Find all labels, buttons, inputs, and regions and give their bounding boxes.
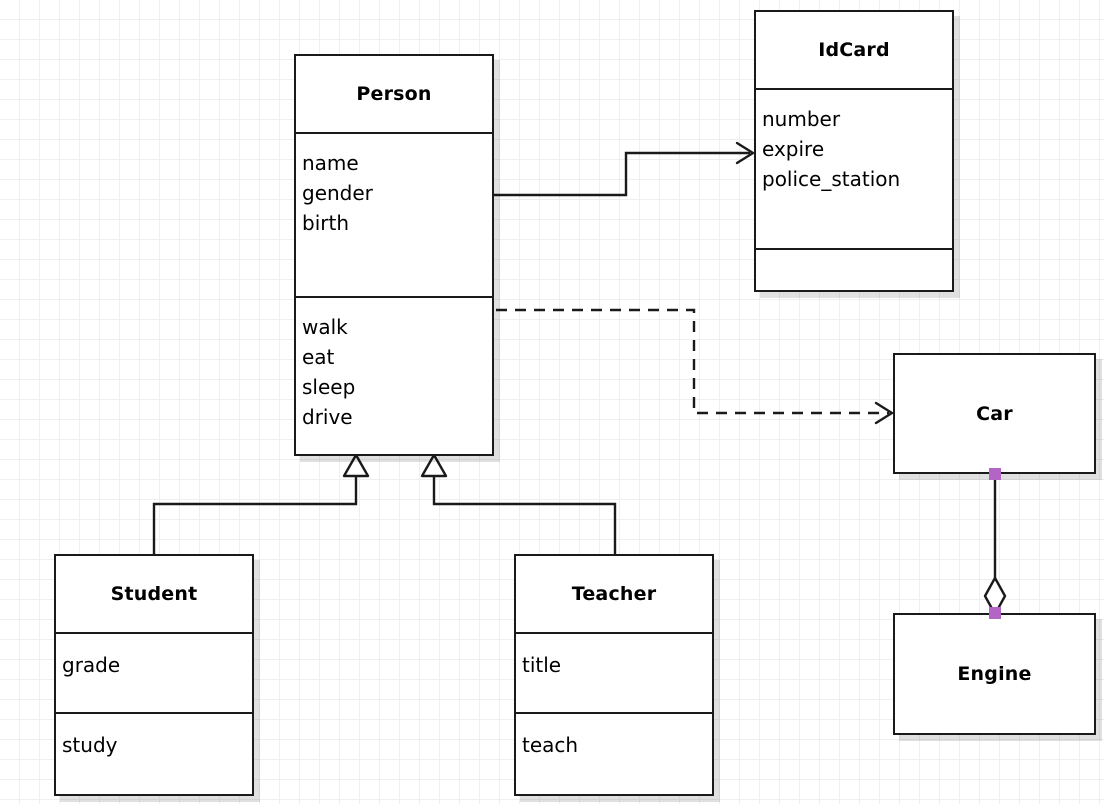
hollow-triangle-icon [420,453,448,478]
attribute-item: number [762,107,841,131]
uml-class-engine[interactable]: Engine [893,613,1096,735]
operation-item: study [62,733,118,757]
connection-handle-car[interactable] [989,468,1001,480]
uml-class-teacher[interactable]: Teacher title teach [514,554,714,796]
edge-teacher-person [420,453,617,554]
uml-class-student[interactable]: Student grade study [54,554,254,796]
uml-class-car[interactable]: Car [893,353,1096,474]
operation-item: teach [522,733,579,757]
class-name-person: Person [356,83,432,105]
edge-person-car [496,308,894,425]
attribute-item: gender [302,181,373,205]
operations-compartment-idcard [756,248,952,290]
uml-class-idcard[interactable]: IdCard number expire police_station [754,10,954,292]
attributes-compartment-student: grade [56,632,252,712]
operations-compartment-person: walk eat sleep drive [296,296,492,454]
attribute-item: grade [62,653,121,677]
uml-class-person[interactable]: Person name gender birth walk eat sleep … [294,54,494,456]
operations-compartment-teacher: teach [516,712,712,794]
attribute-item: expire [762,137,825,161]
edge-car-engine [983,474,1007,616]
class-name-student: Student [110,583,198,605]
open-arrowhead-icon [735,141,755,165]
edge-student-person [152,453,370,554]
attribute-item: police_station [762,167,901,191]
attributes-compartment-person: name gender birth [296,132,492,296]
operations-compartment-student: study [56,712,252,794]
operation-item: walk [302,315,348,339]
connection-handle-engine[interactable] [989,607,1001,619]
class-name-engine: Engine [957,663,1032,685]
hollow-triangle-icon [342,453,370,478]
attribute-item: birth [302,211,349,235]
attributes-compartment-idcard: number expire police_station [756,88,952,248]
attributes-compartment-teacher: title [516,632,712,712]
operation-item: sleep [302,375,356,399]
attribute-item: name [302,151,359,175]
attribute-item: title [522,653,562,677]
edge-person-idcard [494,141,755,197]
operation-item: drive [302,405,353,429]
class-name-idcard: IdCard [818,39,890,61]
class-name-teacher: Teacher [571,583,657,605]
class-name-car: Car [976,402,1013,425]
operation-item: eat [302,345,335,369]
open-arrowhead-icon [874,401,894,425]
